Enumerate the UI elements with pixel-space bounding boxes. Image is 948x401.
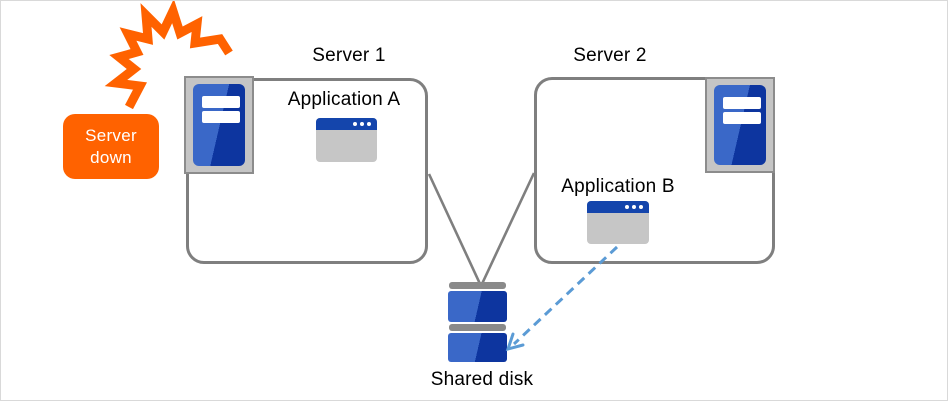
server-tower-body (193, 84, 245, 166)
window-dot (639, 205, 643, 209)
disk-unit (448, 291, 507, 322)
application-a-window-icon (316, 118, 377, 162)
server-down-badge: Server down (63, 114, 159, 179)
window-buttons (625, 205, 643, 209)
dashed-arrow-head (505, 332, 525, 352)
window-titlebar (587, 201, 649, 213)
window-dot (353, 122, 357, 126)
server-drive-slot (202, 96, 240, 108)
server1-tower-icon (184, 76, 254, 174)
disk-cap (449, 324, 506, 331)
window-buttons (353, 122, 371, 126)
server-to-disk-connectors (427, 172, 536, 290)
shared-disk-label: Shared disk (430, 369, 534, 390)
server2-tower-icon (705, 77, 775, 173)
application-b-label: Application B (561, 176, 675, 197)
window-dot (625, 205, 629, 209)
server-drive-slot (723, 97, 761, 109)
server-drive-slot (202, 111, 240, 123)
disk-unit (448, 333, 507, 362)
application-b-window-icon (587, 201, 649, 244)
window-dot (632, 205, 636, 209)
window-dot (360, 122, 364, 126)
application-a-label: Application A (287, 89, 401, 110)
server1-title: Server 1 (312, 45, 386, 66)
server2-title: Server 2 (573, 45, 647, 66)
window-dot (367, 122, 371, 126)
server-tower-body (714, 85, 766, 165)
shared-disk-icon (448, 282, 507, 362)
disk-cap (449, 282, 506, 289)
window-titlebar (316, 118, 377, 130)
server-drive-slot (723, 112, 761, 124)
